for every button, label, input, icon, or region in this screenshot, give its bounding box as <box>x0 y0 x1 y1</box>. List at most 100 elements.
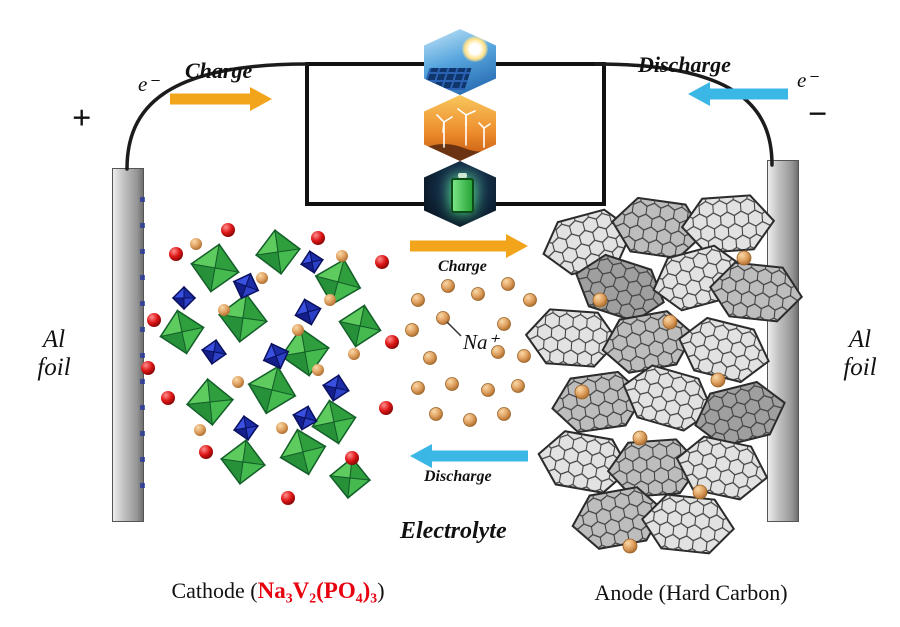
red-sphere <box>199 445 213 459</box>
red-sphere <box>281 491 295 505</box>
adsorbed-na-ion <box>574 384 590 400</box>
blue-tetrahedron <box>200 338 228 366</box>
green-octahedron <box>311 399 357 445</box>
minus-terminal: − <box>808 96 828 133</box>
blue-tetrahedron <box>232 272 260 300</box>
sodium-sphere <box>232 376 244 388</box>
sodium-sphere <box>292 324 304 336</box>
discharge-arrow-top <box>688 82 788 106</box>
na-ion-dot <box>445 377 459 391</box>
blue-tetrahedron <box>171 285 197 311</box>
sodium-sphere <box>336 250 348 262</box>
green-octahedron <box>254 228 302 276</box>
hexagon-solar-image <box>424 29 496 95</box>
na-ion-dot <box>429 407 443 421</box>
electron-label-right: e⁻ <box>797 68 818 92</box>
discharge-label-top: Discharge <box>638 52 731 77</box>
carbon-flake <box>640 493 736 555</box>
red-sphere <box>385 335 399 349</box>
cathode-caption: Cathode (Na₃V₂(PO₄)₃) <box>118 578 438 604</box>
adsorbed-na-ion <box>592 292 608 308</box>
na-ion-dot <box>441 279 455 293</box>
electrolyte-label: Electrolyte <box>400 518 507 544</box>
adsorbed-na-ion <box>622 538 638 554</box>
blue-tetrahedron <box>321 373 351 403</box>
al-foil-right-electrode <box>767 160 799 522</box>
carbon-flake <box>575 253 665 323</box>
carbon-flake <box>622 364 714 432</box>
adsorbed-na-ion <box>710 372 726 388</box>
charge-label-top: Charge <box>185 58 253 83</box>
red-sphere <box>147 313 161 327</box>
green-octahedron <box>219 438 267 486</box>
carbon-flake <box>652 244 744 312</box>
na-ion-label: Na⁺ <box>463 330 499 354</box>
red-sphere <box>169 247 183 261</box>
al-foil-label-left: Al foil <box>16 326 92 382</box>
na-ion-pointer-line <box>446 321 462 337</box>
green-octahedron <box>190 243 240 293</box>
sodium-sphere <box>348 348 360 360</box>
cathode-formula: Na₃V₂(PO₄)₃ <box>257 578 378 603</box>
green-octahedron <box>279 428 327 476</box>
red-sphere <box>311 231 325 245</box>
sodium-sphere <box>256 272 268 284</box>
red-sphere <box>345 451 359 465</box>
na-ion-dot <box>405 323 419 337</box>
plus-terminal: + <box>72 100 92 137</box>
al-foil-label-left-line1: Al <box>42 326 66 353</box>
hexagon-battery-image <box>424 161 496 227</box>
carbon-flake <box>675 435 769 501</box>
sodium-sphere <box>194 424 206 436</box>
na-ion-dot <box>523 293 537 307</box>
na-ion-dot <box>463 413 477 427</box>
carbon-flake <box>571 486 665 550</box>
sodium-sphere <box>190 238 202 250</box>
cathode-caption-suffix: ) <box>377 578 385 603</box>
charge-label-middle: Charge <box>438 258 487 275</box>
na-ion-dot <box>436 311 450 325</box>
na-ion-dot <box>497 407 511 421</box>
na-ion-dot <box>411 293 425 307</box>
adsorbed-na-ion <box>692 484 708 500</box>
na-ion-dot <box>471 287 485 301</box>
al-foil-label-right-line1: Al <box>848 326 872 353</box>
al-foil-label-left-line2: foil <box>37 354 71 381</box>
red-sphere <box>221 223 235 237</box>
green-octahedron <box>185 377 235 427</box>
na-ion-dot <box>511 379 525 393</box>
carbon-flake <box>542 208 634 276</box>
green-octahedron <box>328 456 372 500</box>
green-octahedron <box>338 304 382 348</box>
blue-tetrahedron <box>232 414 260 442</box>
carbon-flake <box>680 194 776 254</box>
discharge-arrow-middle <box>410 444 528 468</box>
blue-tetrahedron <box>262 342 290 370</box>
green-octahedron <box>314 258 362 306</box>
al-foil-label-right-line2: foil <box>843 354 877 381</box>
green-octahedron <box>247 365 297 415</box>
anode-caption: Anode (Hard Carbon) <box>594 580 788 605</box>
carbon-flake <box>606 438 702 498</box>
sun-icon <box>462 36 488 62</box>
al-foil-label-right: Al foil <box>822 326 898 382</box>
sodium-sphere <box>312 364 324 376</box>
blue-tetrahedron <box>294 298 322 326</box>
na-ion-dot <box>501 277 515 291</box>
green-octahedron <box>217 292 269 344</box>
carbon-flake <box>601 310 695 374</box>
charge-arrow-middle <box>410 234 528 258</box>
green-octahedron <box>280 327 330 377</box>
red-sphere <box>161 391 175 405</box>
discharge-label-middle: Discharge <box>424 468 492 485</box>
carbon-flake <box>611 196 705 260</box>
charge-arrow-top <box>170 87 272 111</box>
cathode-crystal-structure <box>141 223 399 505</box>
blue-tetrahedron <box>292 405 318 431</box>
sodium-sphere <box>218 304 230 316</box>
electron-label-left: e⁻ <box>138 72 159 96</box>
carbon-flake <box>551 370 645 434</box>
adsorbed-na-ion <box>736 250 752 266</box>
na-ion-dot <box>497 317 511 331</box>
